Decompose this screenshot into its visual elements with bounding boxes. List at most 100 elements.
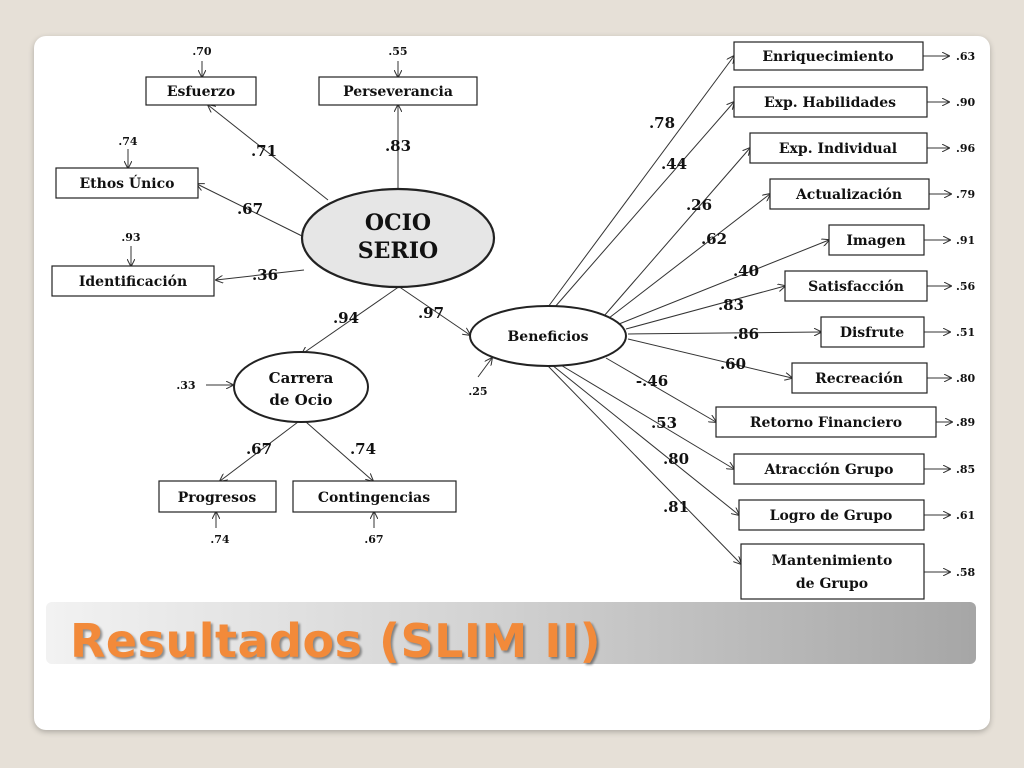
label-logro: Logro de Grupo bbox=[770, 508, 893, 524]
sem-path-diagram: OCIO SERIO Carrera de Ocio Beneficios Es… bbox=[51, 41, 975, 600]
path-beneficios bbox=[397, 285, 470, 335]
loading-progresos: .67 bbox=[246, 440, 272, 458]
loading-atraccion: .53 bbox=[651, 414, 677, 432]
loading-exp-individual: .26 bbox=[686, 196, 712, 214]
title-bar bbox=[46, 602, 976, 664]
loading-enriquecimiento: .78 bbox=[649, 114, 675, 132]
latent-ocio-serio bbox=[300, 187, 496, 289]
label-mantenimiento-1: Mantenimiento bbox=[772, 553, 893, 569]
loading-satisfaccion: .83 bbox=[718, 296, 744, 314]
path-imagen bbox=[618, 240, 829, 325]
loading-exp-habilidades: .44 bbox=[661, 155, 687, 173]
loading-recreacion: .60 bbox=[720, 355, 746, 373]
path-exp-habilidades bbox=[553, 102, 734, 309]
loading-identificacion: .36 bbox=[252, 266, 278, 284]
path-identificacion bbox=[216, 269, 305, 280]
label-ocio: OCIO bbox=[365, 210, 431, 236]
loading-esfuerzo: .71 bbox=[251, 142, 277, 160]
path-retorno bbox=[605, 357, 716, 422]
loading-beneficios: .97 bbox=[418, 304, 444, 322]
slide-title: Resultados (SLIM II) bbox=[70, 614, 602, 668]
label-imagen: Imagen bbox=[846, 233, 905, 249]
label-atraccion: Atracción Grupo bbox=[764, 462, 894, 478]
box-esfuerzo bbox=[145, 76, 257, 106]
latent-carrera-de-ocio bbox=[233, 351, 369, 423]
error-retorno: .89 bbox=[956, 416, 975, 429]
box-enriquecimiento bbox=[733, 41, 924, 71]
slide: OCIO SERIO Carrera de Ocio Beneficios Es… bbox=[34, 36, 990, 730]
path-esfuerzo bbox=[208, 105, 329, 201]
path-progresos bbox=[220, 421, 299, 481]
loading-contingencias: .74 bbox=[350, 440, 376, 458]
label-carrera-1: Carrera bbox=[269, 369, 334, 387]
label-mantenimiento-2: de Grupo bbox=[796, 576, 868, 592]
loading-perseverancia: .83 bbox=[385, 137, 411, 155]
path-enriquecimiento bbox=[547, 56, 734, 308]
loading-ethos: .67 bbox=[237, 200, 263, 218]
path-actualizacion bbox=[608, 194, 770, 319]
loading-logro: .80 bbox=[663, 450, 689, 468]
path-recreacion bbox=[627, 338, 792, 378]
label-progresos: Progresos bbox=[178, 490, 257, 506]
loading-retorno: -.46 bbox=[636, 372, 668, 390]
label-esfuerzo: Esfuerzo bbox=[167, 84, 235, 100]
label-recreacion: Recreación bbox=[815, 371, 903, 387]
box-disfrute bbox=[820, 316, 925, 348]
label-ethos: Ethos Único bbox=[80, 174, 175, 192]
label-exp-habilidades: Exp. Habilidades bbox=[764, 95, 896, 111]
path-logro bbox=[551, 364, 739, 515]
error-logro: .61 bbox=[956, 509, 975, 522]
error-esfuerzo: .70 bbox=[192, 45, 211, 58]
label-enriquecimiento: Enriquecimiento bbox=[762, 49, 893, 65]
error-exp-individual: .96 bbox=[956, 142, 975, 155]
loading-mantenimiento: .81 bbox=[663, 498, 689, 516]
error-beneficios: .25 bbox=[468, 385, 487, 398]
box-exp-individual bbox=[749, 132, 928, 164]
path-mantenimiento bbox=[547, 365, 741, 564]
latent-beneficios bbox=[469, 305, 627, 367]
box-mantenimiento bbox=[740, 543, 925, 600]
path-atraccion bbox=[558, 363, 734, 469]
box-recreacion bbox=[791, 362, 928, 394]
error-satisfaccion: .56 bbox=[956, 280, 975, 293]
box-imagen bbox=[828, 224, 925, 256]
error-atraccion: .85 bbox=[956, 463, 975, 476]
box-logro bbox=[738, 499, 925, 531]
label-carrera-2: de Ocio bbox=[269, 391, 332, 409]
box-atraccion bbox=[733, 453, 925, 485]
box-contingencias bbox=[292, 480, 457, 513]
box-retorno bbox=[715, 406, 937, 438]
error-disfrute: .51 bbox=[956, 326, 975, 339]
path-disfrute bbox=[627, 332, 821, 334]
path-carrera bbox=[302, 285, 401, 354]
loading-carrera: .94 bbox=[333, 309, 359, 327]
error-progresos: .74 bbox=[210, 533, 229, 546]
box-satisfaccion bbox=[784, 270, 928, 302]
error-imagen: .91 bbox=[956, 234, 975, 247]
label-actualizacion: Actualización bbox=[795, 187, 902, 203]
error-perseverancia: .55 bbox=[388, 45, 407, 58]
label-identificacion: Identificación bbox=[79, 274, 187, 290]
label-beneficios: Beneficios bbox=[507, 329, 588, 345]
box-exp-habilidades bbox=[733, 86, 928, 118]
error-recreacion: .80 bbox=[956, 372, 975, 385]
box-actualizacion bbox=[769, 178, 930, 210]
box-progresos bbox=[158, 480, 277, 513]
error-enriquecimiento: .63 bbox=[956, 50, 975, 63]
label-disfrute: Disfrute bbox=[840, 325, 904, 341]
loading-imagen: .40 bbox=[733, 262, 759, 280]
label-retorno: Retorno Financiero bbox=[750, 415, 902, 431]
error-carrera: .33 bbox=[176, 379, 195, 392]
error-identificacion: .93 bbox=[121, 231, 140, 244]
path-exp-individual bbox=[603, 148, 750, 317]
box-perseverancia bbox=[318, 76, 478, 106]
label-contingencias: Contingencias bbox=[318, 490, 430, 506]
path-ethos bbox=[197, 184, 303, 237]
error-ethos: .74 bbox=[118, 135, 137, 148]
error-exp-habilidades: .90 bbox=[956, 96, 975, 109]
error-actualizacion: .79 bbox=[956, 188, 975, 201]
loading-actualizacion: .62 bbox=[701, 230, 727, 248]
box-identificacion bbox=[51, 265, 215, 297]
error-arrow-beneficios bbox=[477, 358, 492, 378]
error-mantenimiento: .58 bbox=[956, 566, 975, 579]
